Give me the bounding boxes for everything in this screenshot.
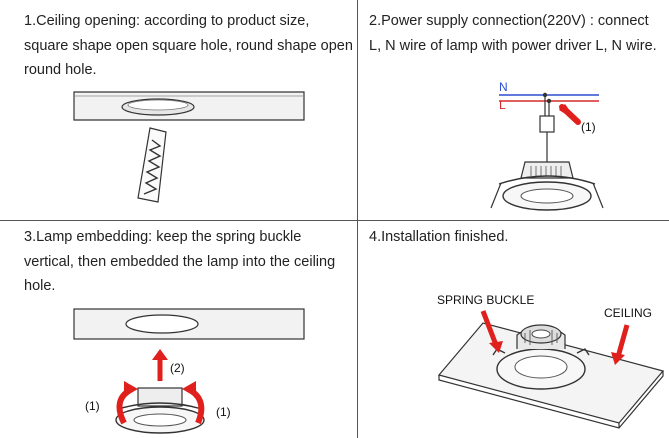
right-step-label: (1) [216, 405, 231, 419]
step-1-caption: 1.Ceiling opening: according to product … [24, 13, 353, 78]
connector-block [539, 115, 555, 133]
n-wire-label: N [499, 80, 508, 94]
step-4-caption: 4.Installation finished. [369, 229, 509, 245]
step-2-panel: 2.Power supply connection(220V) : connec… [359, 0, 669, 220]
horizontal-divider [0, 220, 669, 221]
up-arrow [152, 349, 168, 381]
ceiling-cutting-illustration [73, 91, 305, 203]
callout-1-label: (1) [581, 120, 596, 134]
right-rotate-arrow [182, 381, 205, 425]
step-3-panel: 3.Lamp embedding: keep the spring buckle… [0, 221, 358, 438]
ceiling-arrow [611, 324, 630, 365]
spring-buckle-arrow [480, 310, 503, 353]
l-wire-label: L [499, 98, 506, 112]
up-step-label: (2) [170, 361, 185, 375]
installed-downlight [492, 324, 590, 390]
ceiling-board [73, 91, 305, 121]
left-rotate-arrow [116, 381, 138, 425]
step-1-panel: 1.Ceiling opening: according to product … [0, 0, 358, 220]
vertical-divider [357, 0, 358, 438]
step-3-caption: 3.Lamp embedding: keep the spring buckle… [24, 229, 336, 294]
installed-lamp-illustration [437, 310, 665, 429]
ceiling-board [73, 308, 305, 340]
lamp-embedding-illustration [73, 308, 305, 434]
ceiling-label: CEILING [604, 306, 653, 320]
left-step-label: (1) [85, 399, 100, 413]
step-4-panel: 4.Installation finished. [359, 221, 669, 438]
wiring-illustration [490, 92, 604, 211]
saw-icon [137, 127, 167, 203]
step-2-caption: 2.Power supply connection(220V) : connec… [369, 13, 657, 54]
downlight [115, 387, 205, 434]
downlight [490, 161, 604, 211]
spring-buckle-label: SPRING BUCKLE [437, 293, 535, 307]
